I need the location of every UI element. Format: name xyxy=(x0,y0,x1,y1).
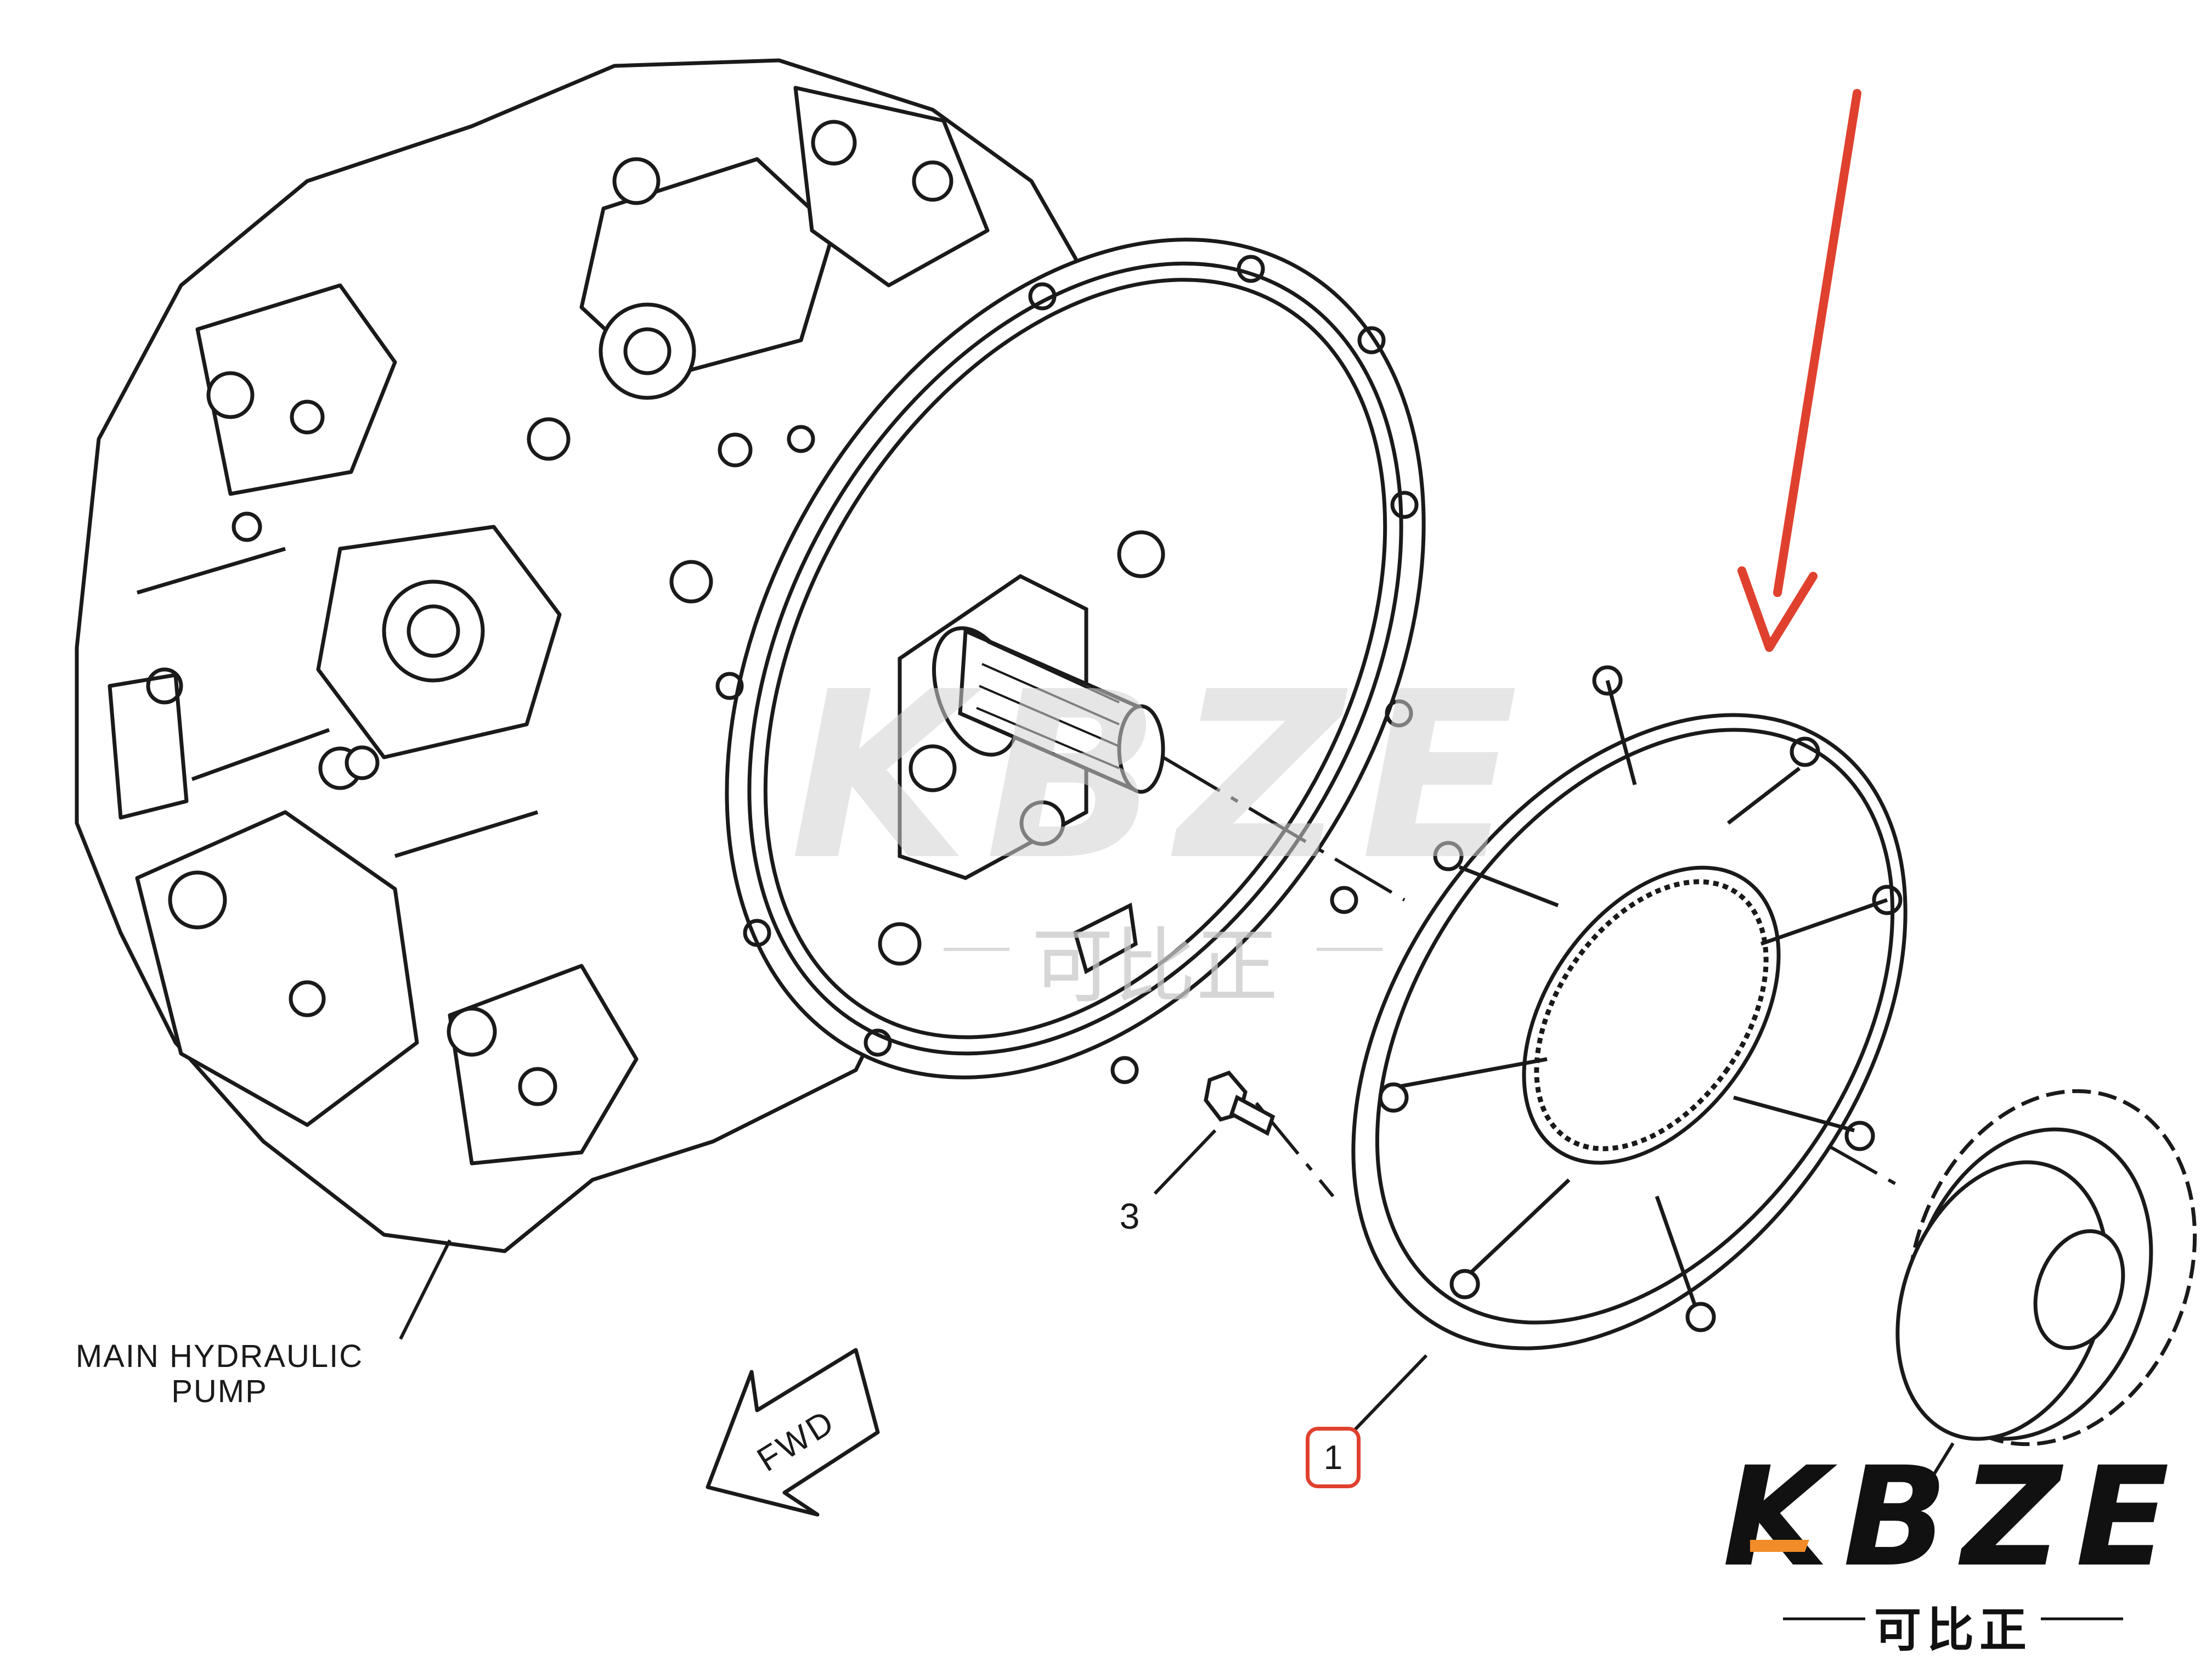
item-number-1: 1 xyxy=(1323,1438,1343,1477)
item-number-1-highlight: 1 xyxy=(1306,1427,1361,1488)
pump-shaft xyxy=(878,530,1165,975)
leader-line-3 xyxy=(1153,1129,1217,1195)
leader-line-1 xyxy=(1353,1354,1428,1431)
fwd-arrow-icon xyxy=(706,1348,880,1517)
item-number-3: 3 xyxy=(1119,1196,1141,1236)
brand-logo-subtitle: 可比正 xyxy=(1874,1603,2032,1658)
watermark-kbze: KBZE xyxy=(790,643,1534,911)
coupling-plate-part-1 xyxy=(1351,665,1908,1350)
leader-line-gear xyxy=(1908,1442,1955,1516)
leader-line-pump xyxy=(399,1239,452,1340)
bolt-part-3 xyxy=(1204,1070,1276,1136)
main-hydraulic-pump-label: MAIN HYDRAULIC PUMP xyxy=(75,1338,364,1409)
logo-divider-lines xyxy=(1783,1617,2123,1620)
watermark-chinese: 可比正 xyxy=(1031,919,1279,1015)
logo-accent-icon xyxy=(1750,1540,1809,1552)
red-down-arrow-icon xyxy=(1737,89,1861,652)
watermark-logo: KBZE xyxy=(790,643,1534,951)
main-hydraulic-pump xyxy=(75,58,1110,1253)
gear-hub xyxy=(1895,1089,2197,1447)
brand-logo-text: KBZE xyxy=(1722,1437,2184,1597)
